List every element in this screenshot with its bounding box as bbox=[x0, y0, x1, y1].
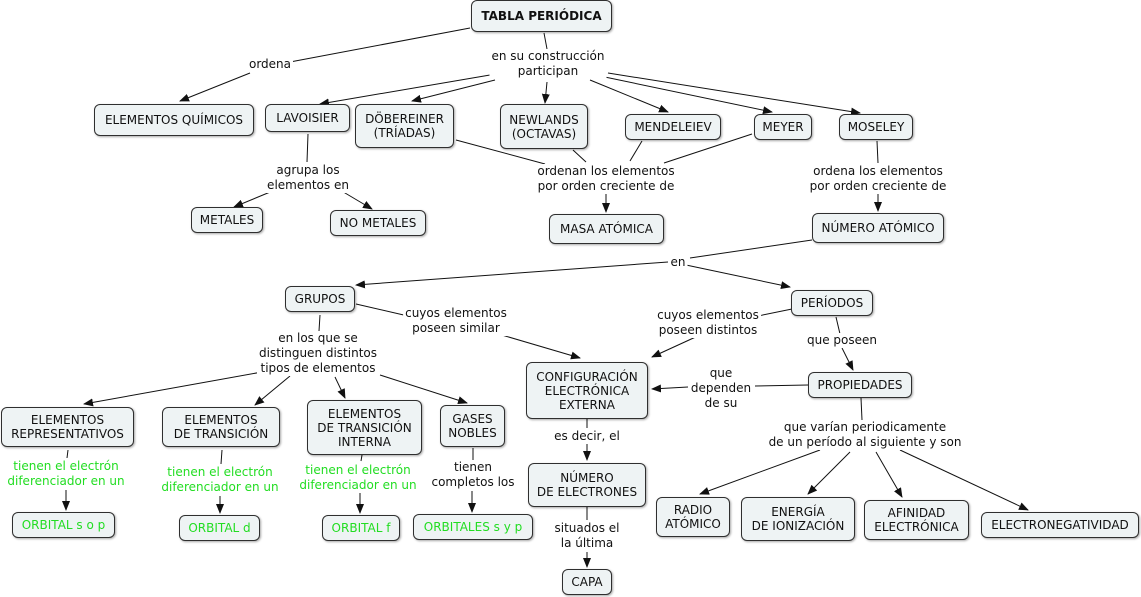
connector-arrow bbox=[651, 384, 689, 393]
link-ordena: ordena bbox=[246, 57, 294, 72]
link-es-decir: es decir, el bbox=[552, 429, 622, 444]
connector-line bbox=[360, 454, 363, 462]
connector-line bbox=[835, 316, 841, 335]
connector-line bbox=[318, 314, 321, 332]
connector-line bbox=[663, 133, 753, 164]
connector-line bbox=[220, 449, 223, 465]
node-elementos-quimicos[interactable]: ELEMENTOS QUÍMICOS bbox=[94, 104, 254, 136]
node-radio-atomico[interactable]: RADIO ATÓMICO bbox=[656, 497, 730, 537]
link-electron-transicion-interna: tienen el electrón diferenciador en un bbox=[297, 463, 419, 493]
link-agrupa: agrupa los elementos en bbox=[265, 163, 351, 193]
connector-line bbox=[689, 239, 813, 259]
node-numero-atomico[interactable]: NÚMERO ATÓMICO bbox=[812, 213, 944, 243]
connector-arrow bbox=[541, 81, 550, 104]
link-varian: que varían periodicamente de un período … bbox=[766, 420, 964, 450]
node-electronegatividad[interactable]: ELECTRONEGATIVIDAD bbox=[981, 512, 1139, 538]
node-energia-ionizacion[interactable]: ENERGÍA DE IONIZACIÓN bbox=[741, 497, 855, 541]
node-elementos-transicion-interna[interactable]: ELEMENTOS DE TRANSICIÓN INTERNA bbox=[307, 400, 422, 455]
connector-arrow bbox=[699, 449, 821, 495]
link-ordenan-masa: ordenan los elementos por orden crecient… bbox=[535, 164, 677, 194]
link-dependen: que dependen de su bbox=[688, 366, 754, 411]
connector-line bbox=[66, 449, 69, 459]
connector-arrow bbox=[339, 189, 373, 210]
node-orbital-f[interactable]: ORBITAL f bbox=[322, 515, 400, 541]
link-que-poseen: que poseen bbox=[804, 333, 880, 348]
node-meyer[interactable]: MEYER bbox=[754, 114, 812, 140]
node-tabla-periodica[interactable]: TABLA PERIÓDICA bbox=[471, 0, 612, 32]
node-no-metales[interactable]: NO METALES bbox=[330, 210, 426, 236]
connector-arrow bbox=[875, 451, 903, 498]
connector-line bbox=[757, 308, 793, 317]
node-dobereiner[interactable]: DÖBEREINER (TRÍADAS) bbox=[355, 104, 454, 148]
connector-line bbox=[629, 140, 643, 162]
node-elementos-representativos[interactable]: ELEMENTOS REPRESENTATIVOS bbox=[1, 407, 134, 447]
connector-arrow bbox=[651, 334, 701, 358]
link-completos: tienen completos los bbox=[429, 460, 517, 490]
link-electron-representativos: tienen el electrón diferenciador en un bbox=[5, 459, 127, 489]
node-numero-electrones[interactable]: NÚMERO DE ELECTRONES bbox=[528, 463, 646, 507]
node-gases-nobles[interactable]: GASES NOBLES bbox=[440, 405, 505, 447]
node-moseley[interactable]: MOSELEY bbox=[839, 114, 913, 140]
connector-line bbox=[572, 149, 587, 163]
connector-arrow bbox=[589, 79, 669, 113]
link-ordena-numero: ordena los elementos por orden creciente… bbox=[807, 164, 949, 194]
node-elementos-transicion[interactable]: ELEMENTOS DE TRANSICIÓN bbox=[162, 407, 280, 447]
link-poseen-similar: cuyos elementos poseen similar bbox=[403, 306, 509, 336]
link-electron-transicion: tienen el electrón diferenciador en un bbox=[159, 465, 281, 495]
link-poseen-distintos: cuyos elementos poseen distintos bbox=[655, 308, 761, 338]
node-lavoisier[interactable]: LAVOISIER bbox=[265, 104, 350, 132]
connector-arrow bbox=[494, 332, 581, 360]
connector-arrow bbox=[899, 449, 1029, 511]
connector-line bbox=[860, 397, 863, 421]
node-orbital-d[interactable]: ORBITAL d bbox=[179, 515, 260, 541]
node-masa-atomica[interactable]: MASA ATÓMICA bbox=[549, 214, 664, 244]
connector-arrow bbox=[841, 347, 854, 371]
connector-arrow bbox=[254, 375, 291, 406]
link-situados: situados el la última bbox=[552, 521, 622, 551]
connector-arrow bbox=[334, 376, 346, 399]
node-orbital-s-o-p[interactable]: ORBITAL s o p bbox=[12, 512, 115, 538]
node-orbitales-s-y-p[interactable]: ORBITALES s y p bbox=[413, 514, 533, 540]
node-metales[interactable]: METALES bbox=[191, 207, 263, 233]
connector-line bbox=[355, 303, 409, 317]
connector-arrow bbox=[83, 371, 263, 407]
connector-arrow bbox=[179, 72, 251, 102]
node-periodos[interactable]: PERÍODOS bbox=[791, 290, 873, 316]
link-en-su-construccion: en su construcción participan bbox=[489, 49, 607, 79]
node-grupos[interactable]: GRUPOS bbox=[285, 286, 355, 312]
node-configuracion-electronica[interactable]: CONFIGURACIÓN ELECTRÓNICA EXTERNA bbox=[526, 362, 648, 419]
connector-line bbox=[543, 32, 548, 50]
link-en: en bbox=[668, 255, 688, 270]
link-distinguen: en los que se distinguen distintos tipos… bbox=[256, 331, 380, 376]
node-propiedades[interactable]: PROPIEDADES bbox=[808, 372, 912, 398]
connector-arrow bbox=[319, 74, 491, 107]
connector-line bbox=[306, 133, 309, 163]
connector-arrow bbox=[599, 75, 773, 115]
node-afinidad-electronica[interactable]: AFINIDAD ELECTRÓNICA bbox=[864, 500, 969, 540]
connector-arrow bbox=[607, 72, 861, 116]
connector-arrow bbox=[379, 374, 468, 405]
connector-arrow bbox=[355, 261, 669, 289]
connector-arrow bbox=[411, 79, 496, 103]
node-newlands[interactable]: NEWLANDS (OCTAVAS) bbox=[500, 104, 588, 149]
connector-line bbox=[455, 139, 546, 165]
node-capa[interactable]: CAPA bbox=[562, 569, 612, 595]
connector-line bbox=[754, 384, 809, 387]
connector-line bbox=[289, 27, 471, 63]
connector-line bbox=[876, 140, 879, 164]
connector-arrow bbox=[685, 264, 791, 290]
connector-arrow bbox=[807, 451, 851, 495]
node-mendeleiev[interactable]: MENDELEIEV bbox=[625, 114, 721, 140]
